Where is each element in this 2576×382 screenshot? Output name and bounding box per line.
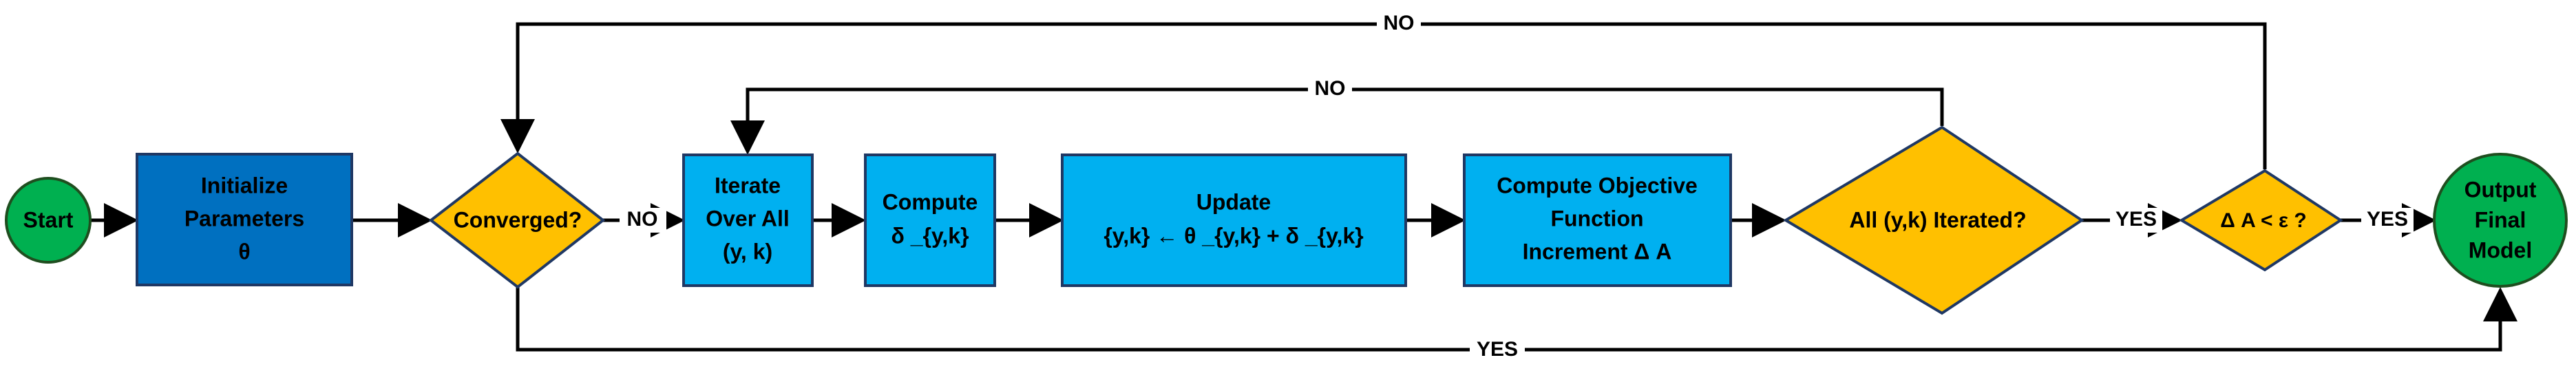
node-compute-delta: Compute δ _{y,k} [864, 153, 996, 287]
update-box [1061, 153, 1407, 287]
output-line-2: Final [2475, 207, 2526, 232]
init-box [136, 153, 353, 286]
edge-label-bottom-yes: YES [1477, 338, 1518, 361]
node-iterate: Iterate Over All (y, k) [682, 153, 814, 287]
iterate-box [682, 153, 814, 287]
iterate-line-3: (y, k) [723, 239, 772, 264]
edge-label-delta-yes: YES [2367, 208, 2408, 231]
node-update: Update {y,k} ← θ _{y,k} + δ _{y,k} [1061, 153, 1407, 287]
objective-line-1: Compute Objective [1497, 173, 1698, 198]
delta-check-diamond [2179, 169, 2343, 272]
iterate-line-2: Over All [706, 206, 790, 231]
output-line-1: Output [2464, 177, 2537, 202]
init-line-1: Initialize [201, 173, 288, 198]
converged-diamond [428, 151, 606, 289]
edge-label-top-no: NO [1384, 12, 1415, 34]
edge-label-all-yes: YES [2115, 208, 2157, 231]
compute-delta-line-2: δ _{y,k} [891, 223, 969, 248]
node-objective: Compute Objective Function Increment Δ A [1463, 153, 1732, 287]
update-line-2: {y,k} ← θ _{y,k} + δ _{y,k} [1104, 223, 1363, 248]
node-start: Start [5, 177, 92, 264]
node-delta-check: Δ A < ε ? [2179, 169, 2343, 272]
output-circle [2433, 153, 2568, 288]
start-label: Start [23, 207, 74, 232]
compute-delta-line-1: Compute [883, 189, 978, 214]
objective-line-2: Function [1550, 206, 1643, 231]
edge-labels: NO NO NO YES YES YES [620, 10, 2414, 363]
iterate-line-1: Iterate [715, 173, 781, 198]
compute-delta-box [864, 153, 996, 287]
node-output: Output Final Model [2433, 153, 2568, 288]
output-line-3: Model [2469, 237, 2532, 262]
objective-line-3: Increment Δ A [1523, 239, 1672, 264]
edge-deltacheck-no-loop [500, 22, 2267, 169]
delta-check-label: Δ A < ε ? [2220, 209, 2307, 232]
node-converged: Converged? [428, 151, 606, 289]
edge-label-inner-no: NO [1315, 77, 1346, 100]
node-initialize-parameters: Initialize Parameters θ [136, 153, 353, 286]
update-line-1: Update [1196, 189, 1271, 214]
all-iterated-diamond [1783, 125, 2084, 315]
edge-label-converged-no: NO [627, 208, 658, 231]
converged-label: Converged? [454, 207, 582, 232]
init-line-3: θ [238, 239, 250, 264]
objective-box [1463, 153, 1732, 287]
all-iterated-label: All (y,k) Iterated? [1849, 207, 2026, 232]
init-line-2: Parameters [184, 206, 304, 231]
node-all-iterated: All (y,k) Iterated? [1783, 125, 2084, 315]
start-circle [5, 177, 92, 264]
